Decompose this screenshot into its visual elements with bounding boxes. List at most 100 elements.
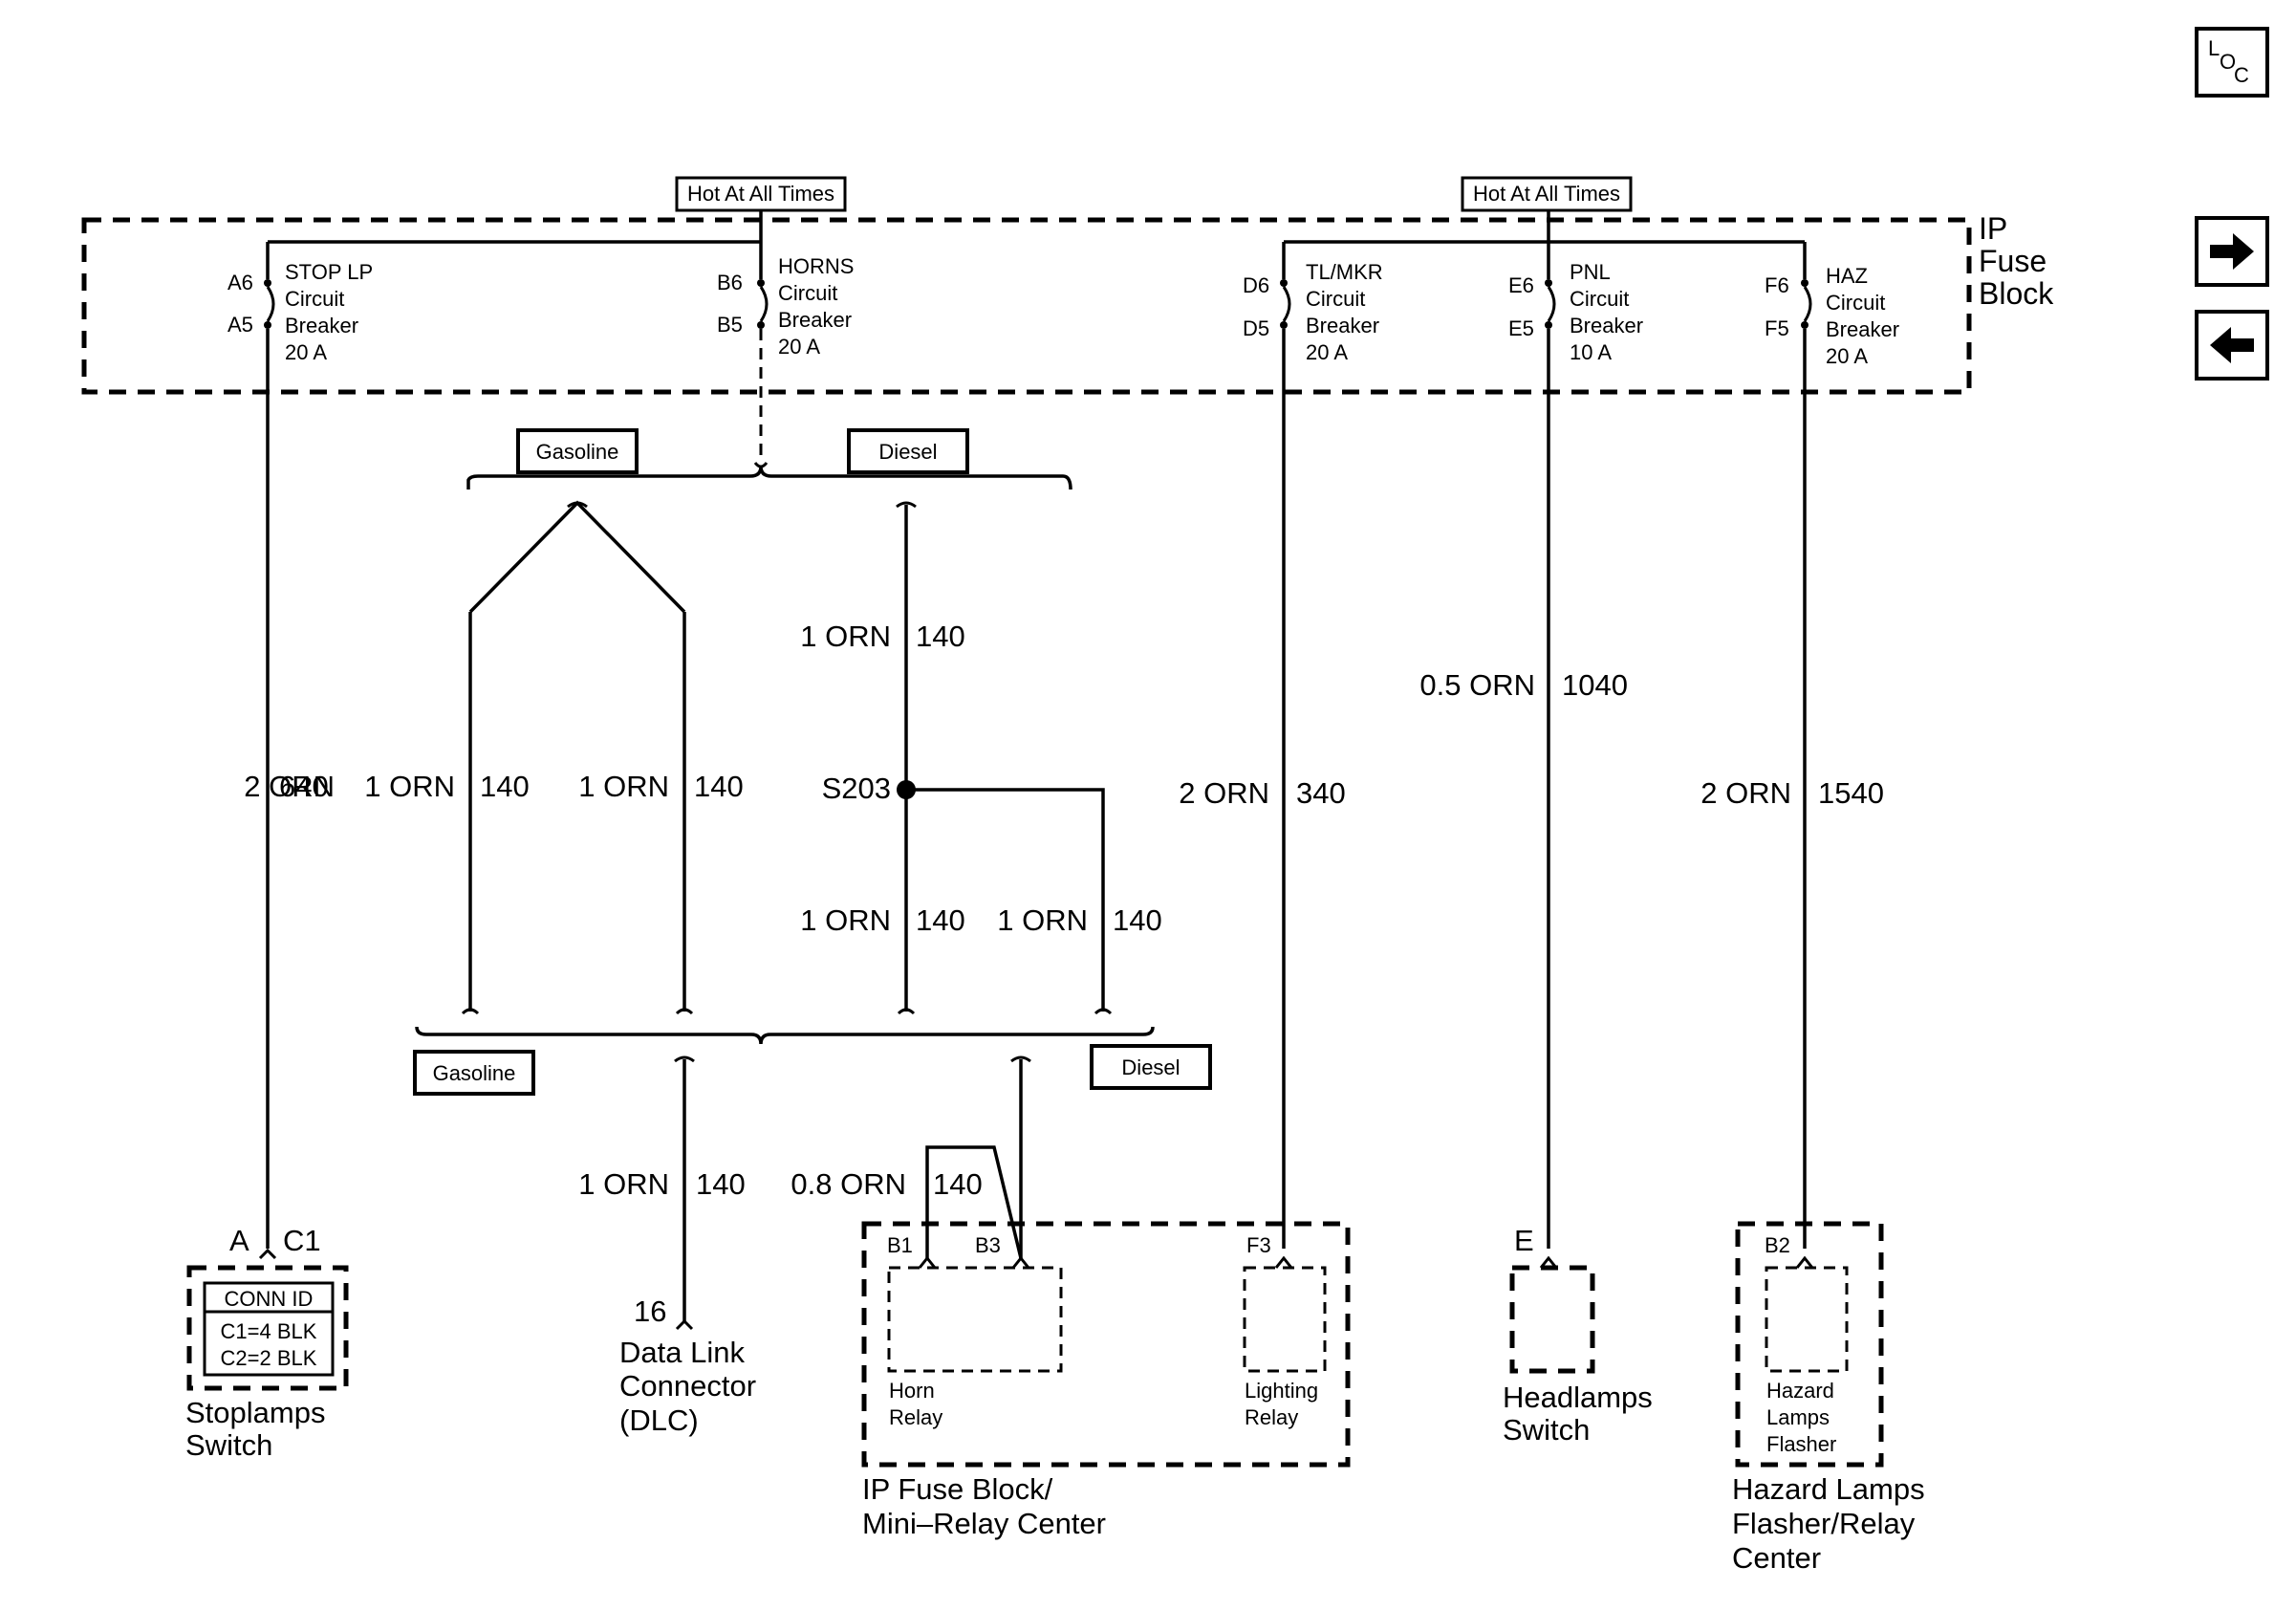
breaker-pnl-line4: 10 A	[1570, 340, 1612, 364]
breaker-tlmkr-line2: Circuit	[1306, 287, 1365, 311]
locator-button[interactable]: L O C	[2195, 27, 2269, 98]
breaker-tlmkr-line1: TL/MKR	[1306, 260, 1383, 284]
breaker-stop-pin-top: A6	[227, 271, 253, 294]
breaker-horns-line1: HORNS	[778, 254, 854, 278]
wire-640-circuit: 640	[279, 770, 329, 803]
breaker-stop-line1: STOP LP	[285, 260, 373, 284]
breaker-tlmkr-line3: Breaker	[1306, 314, 1379, 337]
breaker-pnl-line1: PNL	[1570, 260, 1611, 284]
relay-center-name-1: IP Fuse Block/	[862, 1472, 1053, 1506]
svg-text:Diesel: Diesel	[878, 440, 937, 464]
splice-label: S203	[822, 772, 891, 805]
wire-140-diesel-lower-right-gauge: 1 ORN	[997, 903, 1088, 937]
relay-center-outline	[861, 1221, 1351, 1468]
headlamps-name-1: Headlamps	[1503, 1381, 1653, 1414]
breaker-symbol-horns	[757, 279, 769, 329]
breaker-horns-pin-bottom: B5	[717, 313, 743, 337]
breaker-tlmkr-pin-bottom: D5	[1243, 316, 1269, 340]
breaker-pnl-pin-top: E6	[1508, 273, 1534, 297]
forward-button[interactable]	[2195, 216, 2269, 287]
locator-letter-l: L	[2208, 36, 2220, 60]
breaker-haz-line1: HAZ	[1826, 264, 1868, 288]
stoplamps-switch-outline	[186, 1265, 349, 1391]
back-button[interactable]	[2195, 310, 2269, 381]
option-gasoline-top: Gasoline	[516, 428, 639, 474]
hazard-center-outline	[1735, 1221, 1884, 1468]
relay-pin-b1: B1	[887, 1233, 913, 1257]
lighting-relay-name-1: Lighting	[1245, 1379, 1318, 1403]
wire-140-gas-left-gauge: 1 ORN	[364, 770, 455, 803]
svg-text:C1=4 BLK: C1=4 BLK	[221, 1319, 317, 1343]
wire-1040-gauge: 0.5 ORN	[1419, 668, 1535, 702]
wire-140-dlc-gauge: 1 ORN	[578, 1167, 669, 1201]
hazard-name-1: Hazard Lamps	[1732, 1472, 1925, 1506]
wire-340-circuit: 340	[1296, 776, 1346, 810]
wire-140-diesel-lower-left-gauge: 1 ORN	[800, 903, 891, 937]
breaker-haz-line4: 20 A	[1826, 344, 1868, 368]
breaker-symbol-tlmkr	[1280, 279, 1291, 329]
wire-140-diesel-upper-gauge: 1 ORN	[800, 620, 891, 653]
stoplamps-name-2: Switch	[185, 1428, 272, 1462]
breaker-symbol-stop	[264, 279, 275, 329]
fuse-block-title-3: Block	[1979, 276, 2054, 311]
svg-text:Gasoline: Gasoline	[536, 440, 619, 464]
hazard-inner-1: Hazard	[1766, 1379, 1834, 1403]
wire-140-horn-loop	[925, 1145, 1023, 1259]
hazard-flasher-outline	[1765, 1266, 1849, 1373]
breaker-pnl-line3: Breaker	[1570, 314, 1643, 337]
arrow-left-icon	[2210, 327, 2254, 363]
fuse-block-title-1: IP	[1979, 211, 2007, 246]
dlc-name-2: Connector	[619, 1369, 756, 1403]
breaker-horns-line4: 20 A	[778, 335, 820, 359]
option-bracket-bottom	[415, 1026, 1155, 1045]
breaker-stop-line4: 20 A	[285, 340, 327, 364]
breaker-stop-line2: Circuit	[285, 287, 344, 311]
breaker-horns-pin-top: B6	[717, 271, 743, 294]
breaker-haz-pin-bottom: F5	[1765, 316, 1789, 340]
wire-140-gas-left-circuit: 140	[480, 770, 530, 803]
relay-center-name-2: Mini–Relay Center	[862, 1507, 1106, 1540]
breaker-stop-line3: Breaker	[285, 314, 358, 337]
wire-140-diesel-lower-right-circuit: 140	[1113, 903, 1162, 937]
wire-140-diesel-branch	[906, 788, 1105, 1012]
relay-pin-f3: F3	[1246, 1233, 1271, 1257]
svg-text:Hot At All Times: Hot At All Times	[1473, 182, 1620, 206]
breaker-pnl-pin-bottom: E5	[1508, 316, 1534, 340]
svg-text:Diesel: Diesel	[1121, 1055, 1180, 1079]
lighting-relay-name-2: Relay	[1245, 1405, 1298, 1429]
locator-letter-o: O	[2220, 50, 2236, 74]
breaker-haz-line3: Breaker	[1826, 317, 1899, 341]
lighting-relay-outline	[1243, 1266, 1327, 1373]
breaker-haz-line2: Circuit	[1826, 291, 1885, 315]
wire-140-horn-circuit: 140	[933, 1167, 983, 1201]
breaker-pnl-line2: Circuit	[1570, 287, 1629, 311]
breaker-tlmkr-line4: 20 A	[1306, 340, 1348, 364]
wire-140-diesel-lower-left-circuit: 140	[916, 903, 965, 937]
breaker-symbol-pnl	[1545, 279, 1556, 329]
dlc-name-1: Data Link	[619, 1336, 745, 1369]
stoplamps-name-1: Stoplamps	[185, 1396, 325, 1429]
stoplamps-pin: A	[229, 1224, 249, 1257]
svg-text:Gasoline: Gasoline	[433, 1061, 516, 1085]
locator-letter-c: C	[2234, 63, 2249, 87]
gasoline-split	[468, 500, 686, 614]
option-diesel-bottom: Diesel	[1090, 1044, 1212, 1090]
wire-640-gauge: 2 ORN	[244, 770, 335, 803]
wire-1540-gauge: 2 ORN	[1700, 776, 1791, 810]
wire-1540-circuit: 1540	[1818, 776, 1884, 810]
hot-at-all-times-left: Hot At All Times	[675, 176, 847, 212]
hazard-inner-3: Flasher	[1766, 1432, 1836, 1456]
wire-340-gauge: 2 ORN	[1179, 776, 1269, 810]
headlamps-name-2: Switch	[1503, 1413, 1590, 1447]
wire-140-gas-right-gauge: 1 ORN	[578, 770, 669, 803]
wire-140-horn-gauge: 0.8 ORN	[791, 1167, 906, 1201]
wire-140-diesel-upper-circuit: 140	[916, 620, 965, 653]
svg-text:Hot At All Times: Hot At All Times	[687, 182, 834, 206]
headlamps-pin: E	[1514, 1224, 1534, 1257]
stoplamps-conn: C1	[283, 1224, 321, 1257]
breaker-stop-pin-bottom: A5	[227, 313, 253, 337]
option-bracket-top	[466, 466, 1072, 490]
wire-140-dlc-circuit: 140	[696, 1167, 746, 1201]
svg-text:C2=2 BLK: C2=2 BLK	[221, 1346, 317, 1370]
